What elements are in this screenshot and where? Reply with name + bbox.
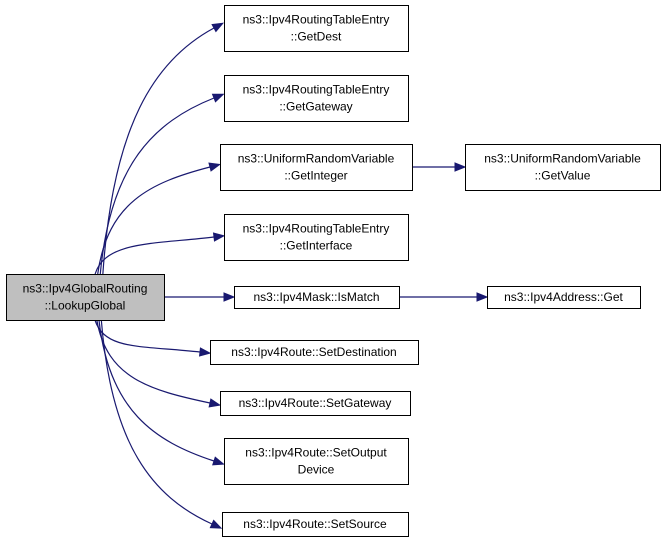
node-box	[234, 286, 400, 309]
node-label-line: Device	[298, 463, 335, 477]
edge-root-to-setdest	[94, 319, 212, 357]
node-setdest[interactable]: ns3::Ipv4Route::SetDestination	[210, 340, 419, 365]
edge-root-to-setsource	[100, 319, 223, 529]
node-label-line: ::GetGateway	[279, 100, 352, 114]
nodes-layer: ns3::Ipv4GlobalRouting::LookupGlobalns3:…	[6, 5, 661, 537]
node-box	[224, 214, 409, 261]
node-getdest[interactable]: ns3::Ipv4RoutingTableEntry::GetDest	[224, 5, 409, 52]
node-getvalue[interactable]: ns3::UniformRandomVariable::GetValue	[465, 144, 661, 191]
node-label-line: ::GetInterface	[280, 239, 353, 253]
edge-root-to-setgw	[96, 319, 222, 408]
node-label-line: ::GetInteger	[284, 169, 347, 183]
edge-arrowhead	[454, 162, 467, 172]
edge-root-to-ismatch	[164, 292, 236, 302]
edge-line	[100, 319, 213, 525]
edge-line	[94, 236, 215, 275]
node-label-line: ns3::UniformRandomVariable	[484, 152, 641, 166]
edge-arrowhead	[212, 456, 225, 466]
node-box	[222, 512, 409, 537]
edge-arrowhead	[476, 292, 489, 302]
node-label-line: ns3::Ipv4Route::SetGateway	[239, 396, 392, 410]
node-setgw[interactable]: ns3::Ipv4Route::SetGateway	[220, 391, 411, 416]
node-label-line: ns3::Ipv4Mask::IsMatch	[253, 290, 379, 304]
edge-root-to-getinteger	[97, 162, 221, 275]
node-label-line: ::LookupGlobal	[45, 299, 126, 313]
node-box	[220, 391, 411, 416]
edge-line	[96, 319, 211, 404]
node-box	[6, 274, 165, 321]
edge-arrowhead	[223, 292, 236, 302]
node-label-line: ns3::UniformRandomVariable	[238, 152, 395, 166]
node-box	[224, 5, 409, 52]
edge-arrowhead	[208, 398, 222, 408]
node-label-line: ::GetDest	[291, 30, 342, 44]
edge-line	[94, 319, 201, 353]
node-root[interactable]: ns3::Ipv4GlobalRouting::LookupGlobal	[6, 274, 165, 321]
edge-getinteger-to-getvalue	[412, 162, 467, 172]
node-box	[224, 75, 409, 122]
node-ismatch[interactable]: ns3::Ipv4Mask::IsMatch	[234, 286, 400, 309]
node-getinterface[interactable]: ns3::Ipv4RoutingTableEntry::GetInterface	[224, 214, 409, 261]
edge-arrowhead	[211, 22, 224, 33]
node-box	[224, 438, 409, 485]
node-label-line: ns3::Ipv4Route::SetSource	[243, 517, 387, 531]
node-setsource[interactable]: ns3::Ipv4Route::SetSource	[222, 512, 409, 537]
edge-arrowhead	[198, 347, 212, 357]
edge-arrowhead	[208, 162, 221, 172]
edge-root-to-getdest	[102, 22, 224, 275]
edge-root-to-getinterface	[94, 232, 226, 275]
node-label-line: ns3::Ipv4RoutingTableEntry	[243, 222, 390, 236]
node-label-line: ns3::Ipv4RoutingTableEntry	[243, 13, 390, 27]
node-getinteger[interactable]: ns3::UniformRandomVariable::GetInteger	[220, 144, 413, 191]
node-box	[210, 340, 419, 365]
edge-arrowhead	[211, 93, 225, 103]
node-box	[487, 286, 641, 309]
node-box	[220, 144, 413, 191]
node-box	[465, 144, 661, 191]
edge-ismatch-to-addrget	[399, 292, 489, 302]
edge-root-to-getgateway	[99, 93, 225, 275]
edge-line	[102, 27, 215, 275]
node-label-line: ::GetValue	[535, 169, 591, 183]
node-label-line: ns3::Ipv4RoutingTableEntry	[243, 83, 390, 97]
edge-line	[99, 97, 215, 275]
node-label-line: ns3::Ipv4Route::SetOutput	[245, 446, 387, 460]
edge-line	[97, 166, 211, 275]
node-label-line: ns3::Ipv4GlobalRouting	[23, 282, 148, 296]
node-getgateway[interactable]: ns3::Ipv4RoutingTableEntry::GetGateway	[224, 75, 409, 122]
edge-arrowhead	[209, 519, 223, 529]
node-addrget[interactable]: ns3::Ipv4Address::Get	[487, 286, 641, 309]
edge-arrowhead	[212, 232, 226, 242]
edges-layer	[94, 22, 489, 529]
node-label-line: ns3::Ipv4Route::SetDestination	[231, 345, 396, 359]
node-label-line: ns3::Ipv4Address::Get	[504, 290, 623, 304]
